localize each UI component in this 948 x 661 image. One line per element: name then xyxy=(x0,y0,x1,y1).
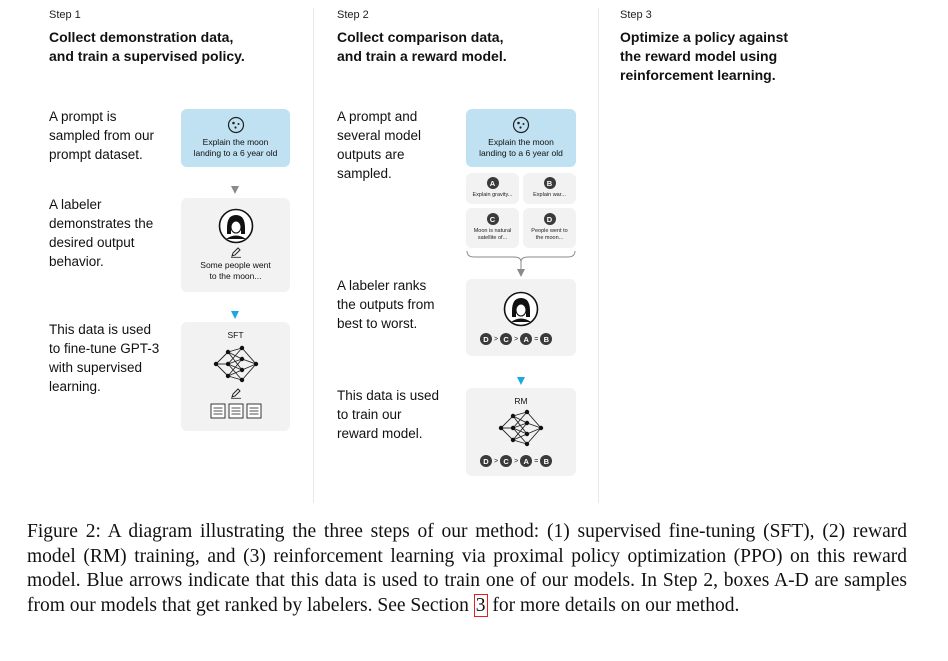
step3-label: Step 3 xyxy=(620,9,652,21)
step1-label: Step 1 xyxy=(49,9,81,21)
labeler-avatar-icon xyxy=(503,291,539,327)
labeler-avatar-icon xyxy=(218,208,253,244)
documents-icon xyxy=(210,403,261,419)
step1-blue-arrow xyxy=(231,311,239,319)
moon-icon xyxy=(227,116,244,134)
step2-title: Collect comparison data, and train a rew… xyxy=(337,29,507,64)
neural-network-icon xyxy=(213,345,258,383)
output-letter: D xyxy=(543,213,556,225)
output-box-a: A Explain gravity... xyxy=(466,173,519,204)
column-divider xyxy=(598,8,599,503)
column-divider xyxy=(313,8,314,503)
output-letter: C xyxy=(486,213,499,225)
figure-caption: Figure 2: A diagram illustrating the thr… xyxy=(27,521,907,617)
ranking-row: D> C> A= B xyxy=(480,333,553,345)
output-letter: A xyxy=(486,177,499,189)
sft-box: SFT xyxy=(181,322,290,431)
pencil-icon xyxy=(230,388,241,399)
rm-label: RM xyxy=(514,396,528,406)
brace-arrow-icon xyxy=(466,250,576,277)
moon-icon xyxy=(512,116,530,134)
step3-title: Optimize a policy against the reward mod… xyxy=(620,29,789,83)
pencil-icon xyxy=(230,247,241,258)
output-box-b: B Explain war... xyxy=(523,173,576,204)
step1-title: Collect demonstration data, and train a … xyxy=(49,29,245,64)
ranking-row: D> C> A= B xyxy=(480,455,553,467)
sft-label: SFT xyxy=(227,330,244,340)
step2-label: Step 2 xyxy=(337,9,369,21)
neural-network-icon xyxy=(498,409,544,447)
step1-grey-arrow xyxy=(231,186,239,194)
output-letter: B xyxy=(543,177,556,189)
section-ref-link[interactable]: 3 xyxy=(473,593,488,617)
step2-blue-arrow xyxy=(517,377,525,385)
